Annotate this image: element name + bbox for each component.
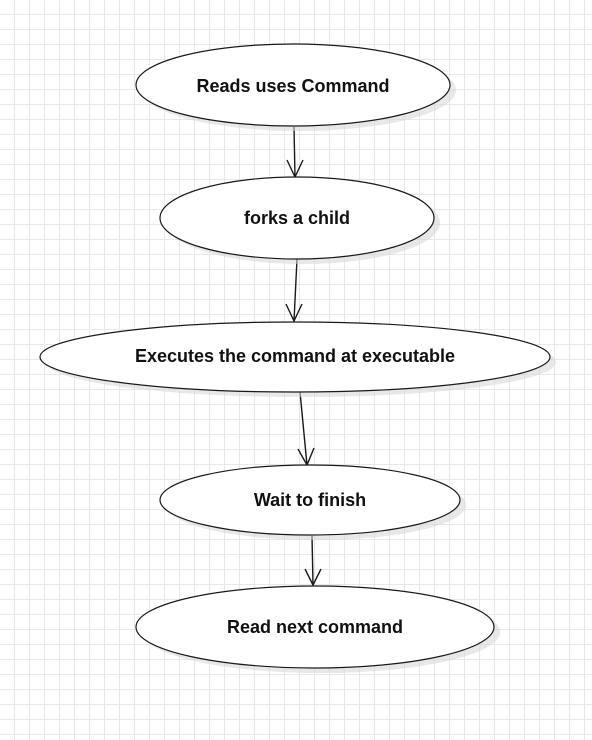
edge-reads-to-forks xyxy=(286,126,304,179)
node-label: Read next command xyxy=(227,617,403,637)
node-label: Reads uses Command xyxy=(196,76,389,96)
node-label: forks a child xyxy=(244,208,350,228)
node-read-next-command[interactable]: Read next command xyxy=(135,585,500,673)
node-wait-to-finish[interactable]: Wait to finish xyxy=(159,464,466,540)
edge-wait-to-read-next xyxy=(304,535,322,587)
node-forks-a-child[interactable]: forks a child xyxy=(159,176,440,264)
node-label: Wait to finish xyxy=(254,490,366,510)
node-executes-command[interactable]: Executes the command at executable xyxy=(39,321,556,397)
node-label: Executes the command at executable xyxy=(135,346,455,366)
edge-forks-to-executes xyxy=(285,258,303,323)
edge-executes-to-wait xyxy=(297,391,315,467)
node-reads-uses-command[interactable]: Reads uses Command xyxy=(135,43,456,131)
